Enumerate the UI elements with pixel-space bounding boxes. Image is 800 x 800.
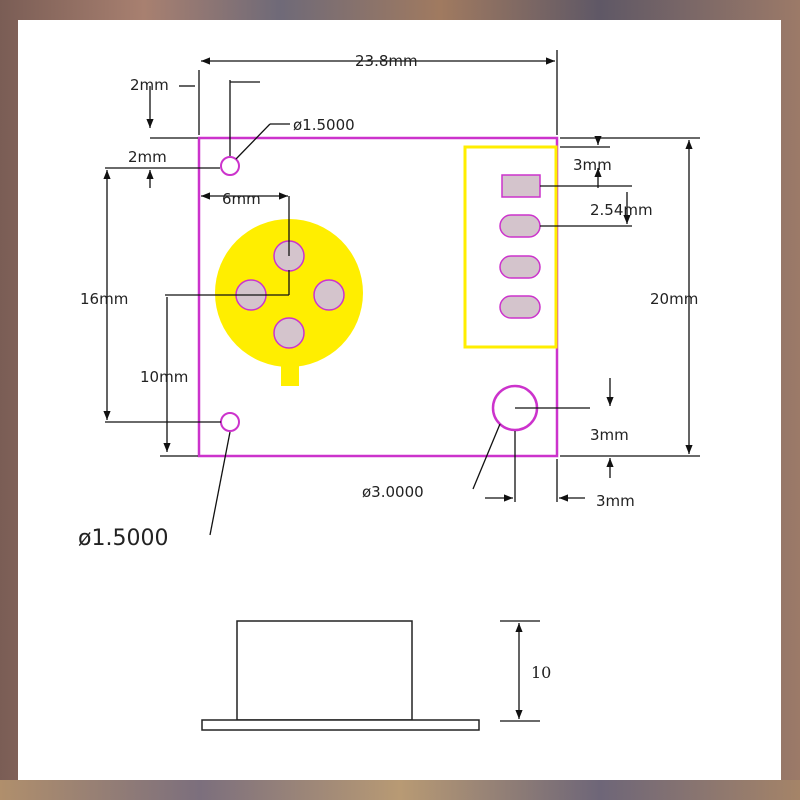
mounting-hole-bottom-left [220,412,240,432]
side-view [201,620,480,731]
connector-pin-right [313,279,345,311]
dim-left-span-label: 16mm [80,290,128,308]
pin-top-offset-label: 3mm [573,156,612,174]
dim-width-label: 23.8mm [355,52,418,70]
mounting-hole-top-left [220,156,240,176]
photo-background-bottom-strip [0,780,800,800]
dim-top-margin-label: 2mm [130,76,169,94]
header-pad-2 [499,214,541,238]
dim-lower-span-label: 10mm [140,368,188,386]
header-pad-1-square [501,174,541,198]
side-view-height-label: 10 [531,663,551,682]
dim-height-label: 20mm [650,290,698,308]
large-hole-label: ø3.0000 [362,483,424,501]
large-hole-right-label: 3mm [596,492,635,510]
small-hole-bottom-label: ø1.5000 [78,526,168,551]
dim-hole-spacing-label: 6mm [222,190,261,208]
header-pad-3 [499,255,541,279]
small-hole-top-label: ø1.5000 [293,116,355,134]
dim-hole-offset-label: 2mm [128,148,167,166]
connector-pin-bottom [273,317,305,349]
header-pad-4 [499,295,541,319]
pin-header-silkscreen [463,145,558,349]
large-hole-bottom-label: 3mm [590,426,629,444]
pin-pitch-label: 2.54mm [590,201,653,219]
